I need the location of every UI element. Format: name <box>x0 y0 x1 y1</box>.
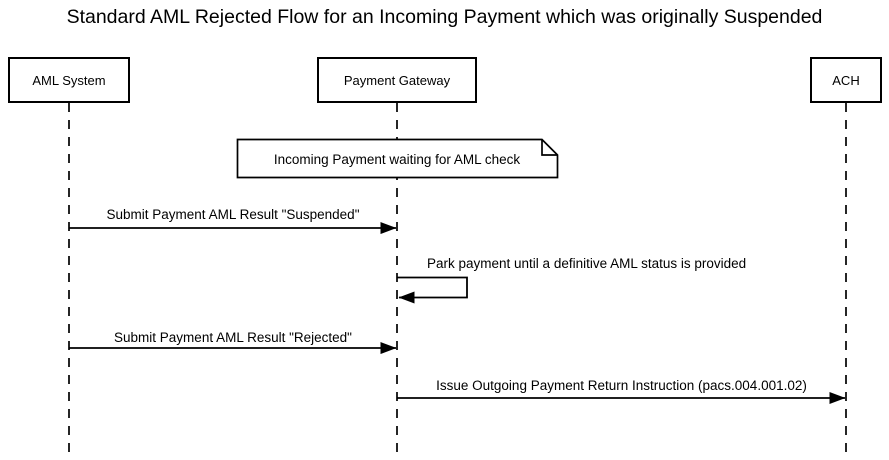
message-label-park-payment: Park payment until a definitive AML stat… <box>427 256 747 271</box>
message-label-rejected: Submit Payment AML Result "Rejected" <box>114 330 352 345</box>
message-label-suspended: Submit Payment AML Result "Suspended" <box>106 207 360 222</box>
diagram-title: Standard AML Rejected Flow for an Incomi… <box>66 6 823 28</box>
note-shape <box>236 138 559 179</box>
message-label-return-instruction: Issue Outgoing Payment Return Instructio… <box>436 378 807 393</box>
participant-payment-gateway: Payment Gateway <box>317 57 477 103</box>
participant-aml-system: AML System <box>8 57 130 103</box>
note-text: Incoming Payment waiting for AML check <box>273 151 521 167</box>
self-message-loop <box>397 276 468 304</box>
note-fold-icon <box>541 139 558 156</box>
participant-payment-gateway-label: Payment Gateway <box>343 72 451 88</box>
participant-ach-label: ACH <box>832 72 860 88</box>
participant-aml-system-label: AML System <box>32 72 106 88</box>
participant-ach: ACH <box>810 57 882 103</box>
